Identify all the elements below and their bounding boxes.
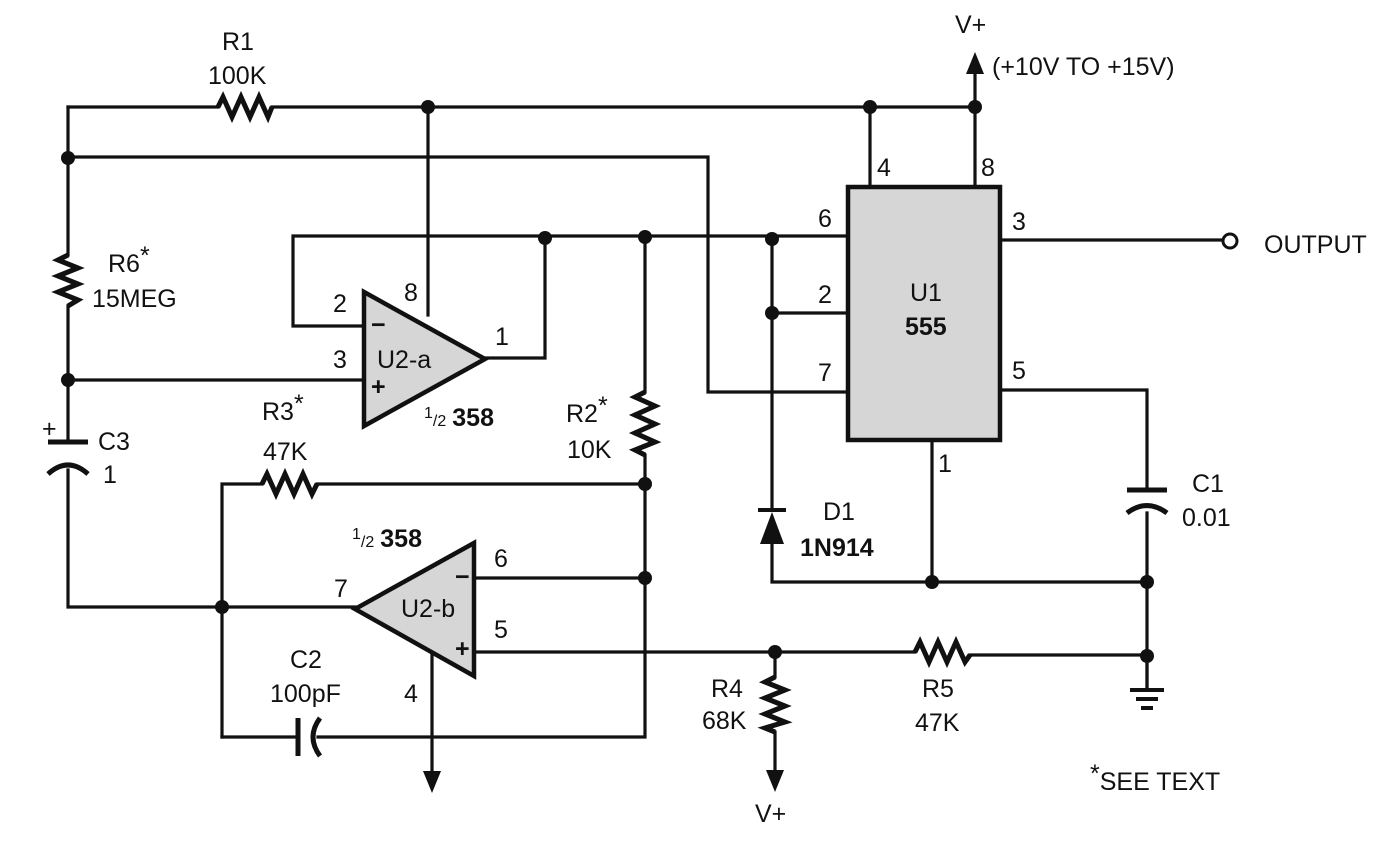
c1-ref-label: C1 <box>1192 470 1224 498</box>
d1-ref-label: D1 <box>823 498 855 526</box>
u1-pin8-label: 8 <box>981 154 995 182</box>
u1-pin3-label: 3 <box>1012 208 1026 236</box>
junctions <box>61 100 1154 663</box>
u2b-pin5-label: 5 <box>494 616 508 644</box>
r3-value-label: 47K <box>263 438 308 466</box>
r4-vplus-label: V+ <box>755 800 786 828</box>
c2-capacitor <box>295 716 323 758</box>
u2b-pin4-label: 4 <box>404 680 418 708</box>
u1-pin5-label: 5 <box>1012 357 1026 385</box>
d1-diode <box>758 508 786 544</box>
r1-ref-label: R1 <box>222 28 254 56</box>
supply-range-label: (+10V TO +15V) <box>992 53 1175 81</box>
u2a-pin2-label: 2 <box>333 290 347 318</box>
c3-polarity-mark: + <box>42 415 57 443</box>
c2-ref-label: C2 <box>290 646 322 674</box>
c3-value-label: 1 <box>103 461 117 489</box>
wires <box>66 70 1224 777</box>
footnote-label: *SEE TEXT <box>1090 760 1220 796</box>
u2a-ref-label: U2-a <box>377 346 431 374</box>
r4-resistor <box>757 674 793 735</box>
output-terminal <box>1221 232 1239 250</box>
u1-pin6-label: 6 <box>818 205 832 233</box>
output-label: OUTPUT <box>1264 231 1367 259</box>
r2-ref-label: R2* <box>566 392 608 428</box>
r4-value-label: 68K <box>702 707 747 735</box>
r2-value-label: 10K <box>567 436 612 464</box>
c1-value-label: 0.01 <box>1182 504 1231 532</box>
u1-ic-body <box>845 184 1003 443</box>
v-plus-top-arrow <box>966 52 984 74</box>
u2a-minus-sign: − <box>371 311 386 339</box>
u1-pin7-label: 7 <box>818 359 832 387</box>
u1-ref-label: U1 <box>910 279 942 307</box>
u2a-plus-sign: + <box>371 373 386 401</box>
r2-resistor <box>628 389 662 458</box>
r5-value-label: 47K <box>915 709 960 737</box>
c3-ref-label: C3 <box>98 428 130 456</box>
r4-vplus-arrow <box>766 770 784 792</box>
u2b-plus-sign: + <box>455 635 470 663</box>
u1-pin2-label: 2 <box>818 281 832 309</box>
r4-ref-label: R4 <box>711 675 743 703</box>
u2b-opamp <box>350 539 477 680</box>
ground-symbol <box>1130 656 1164 710</box>
r6-resistor <box>51 252 85 309</box>
v-plus-top-label: V+ <box>955 11 986 39</box>
c2-value-label: 100pF <box>270 680 341 708</box>
u2a-pin3-label: 3 <box>333 346 347 374</box>
c3-capacitor <box>46 439 90 476</box>
u1-pin4-label: 4 <box>877 154 891 182</box>
r1-resistor <box>215 90 275 124</box>
r1-value-label: 100K <box>208 62 267 90</box>
u2a-pin8-label: 8 <box>404 279 418 307</box>
r3-ref-label: R3* <box>262 390 304 426</box>
u2b-pin6-label: 6 <box>494 545 508 573</box>
r6-ref-label: R6* <box>108 242 150 278</box>
r3-resistor <box>259 467 320 501</box>
d1-value-label: 1N914 <box>800 534 874 562</box>
r6-value-label: 15MEG <box>92 285 177 313</box>
u1-pin1-label: 1 <box>938 450 952 478</box>
u2b-ref-label: U2-b <box>401 595 455 623</box>
u1-part-label: 555 <box>905 313 947 341</box>
c1-capacitor <box>1125 487 1169 516</box>
u2a-opamp <box>361 288 490 430</box>
r5-resistor <box>912 635 973 669</box>
supply-arrows <box>423 52 984 793</box>
u2b-minus-sign: − <box>455 563 470 591</box>
u2a-pin1-label: 1 <box>495 323 509 351</box>
r5-ref-label: R5 <box>922 675 954 703</box>
u2b-pin4-arrow <box>423 771 441 793</box>
u2b-pin7-label: 7 <box>334 575 348 603</box>
